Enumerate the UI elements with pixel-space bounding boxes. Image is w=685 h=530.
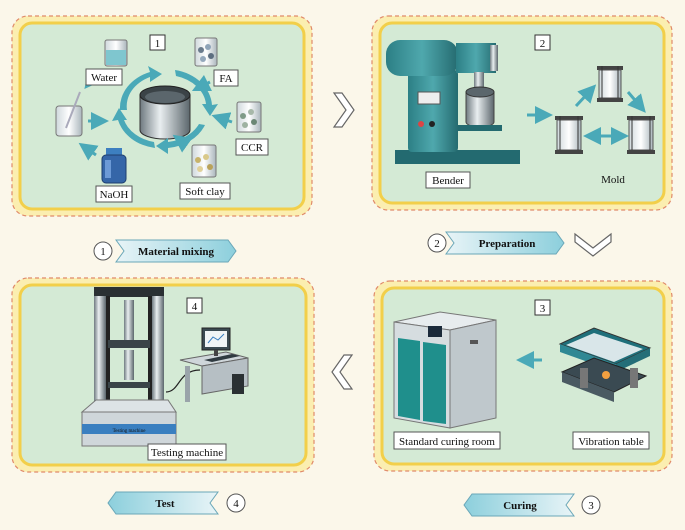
step-label: Curing (503, 500, 537, 512)
panel-preparation: 2 Bender (371, 15, 673, 211)
soft-clay-beaker-icon (191, 144, 217, 178)
step-number: 2 (434, 238, 440, 250)
panel-test: 4 Testing machine (11, 277, 315, 473)
computer-workstation-icon (165, 327, 249, 402)
step-label: Material mixing (138, 246, 215, 258)
water-beaker-icon (104, 39, 128, 67)
chevron-left-icon (331, 354, 354, 390)
step-number: 1 (100, 246, 106, 258)
step-label-3: 3 Curing (463, 493, 601, 517)
label-box (393, 431, 501, 450)
step-label: Test (155, 498, 174, 510)
item-label-testing-machine: Testing machine (151, 447, 223, 459)
item-label-bender: Bender (432, 175, 464, 187)
panel-number: 3 (540, 303, 546, 315)
ccr-beaker-icon (236, 101, 262, 133)
panel-number-box (149, 34, 166, 51)
chevron-down-icon (574, 232, 612, 257)
label-box (147, 443, 227, 461)
panel-number-box (186, 297, 203, 314)
step-number: 3 (588, 500, 594, 512)
item-label-curing-room: Standard curing room (399, 436, 495, 448)
naoh-bottle-icon (101, 148, 127, 184)
panel-number: 1 (155, 38, 161, 50)
panel-number: 2 (540, 38, 546, 50)
label-box (179, 182, 231, 200)
panel-number-box (534, 299, 551, 316)
mold-icon (627, 116, 655, 154)
label-box (235, 138, 269, 156)
curing-cabinet-icon (393, 311, 497, 429)
label-box (425, 171, 471, 189)
label-box (572, 431, 650, 450)
step-label-2: 2 Preparation (427, 231, 565, 255)
panel-number: 4 (192, 301, 198, 313)
chevron-right-icon (332, 92, 355, 128)
item-label-water: Water (91, 72, 117, 84)
item-label-soft-clay: Soft clay (185, 186, 225, 198)
panel-material-mixing: 1 Water FA (11, 15, 313, 217)
step-number: 4 (233, 498, 239, 510)
step-label-4: 4 Test (107, 491, 246, 515)
item-label-ccr: CCR (241, 142, 264, 154)
mold-icon (555, 116, 583, 154)
fly-ash-beaker-icon (194, 37, 218, 67)
panel-curing: 3 Standard curing room Vibration (373, 280, 673, 472)
item-label-vibration-table: Vibration table (578, 436, 644, 448)
step-label: Preparation (479, 238, 536, 250)
item-label-naoh: NaOH (100, 189, 129, 201)
item-label-fa: FA (219, 73, 232, 85)
stirring-beaker-icon (55, 91, 83, 137)
item-label-mold: Mold (601, 174, 625, 186)
panel-number-box (534, 34, 551, 51)
bender-mixer-icon (386, 40, 520, 164)
label-box (213, 69, 239, 87)
label-box (85, 68, 123, 86)
mold-icon (597, 66, 623, 102)
machine-nameplate: Testing machine (113, 429, 147, 434)
step-label-1: 1 Material mixing (93, 239, 237, 263)
vibration-table-icon (558, 327, 652, 402)
label-box (95, 185, 133, 203)
testing-machine-icon: Testing machine (80, 287, 177, 447)
mixing-bowl-icon (139, 85, 191, 140)
